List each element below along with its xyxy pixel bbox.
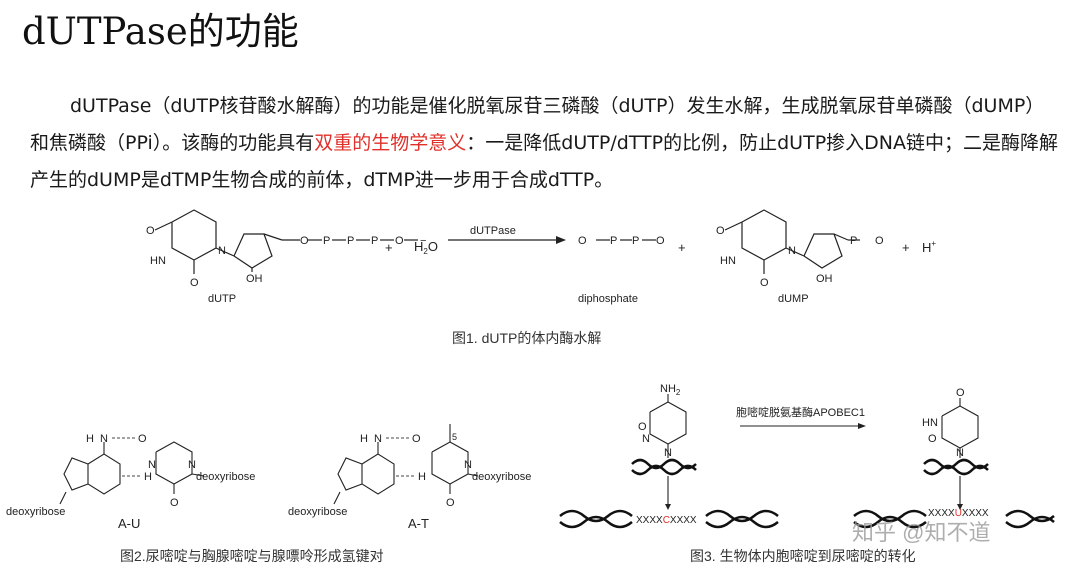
paragraph-text-2: ：一是降低dUTP/dTTP的比例，防止dUTP掺入DNA链中；二是酶降解产生的… xyxy=(30,132,1058,191)
atom-n: N xyxy=(464,459,472,471)
atom-o: O xyxy=(146,225,155,237)
atom-n: N xyxy=(218,245,226,257)
atom-p: P xyxy=(371,235,378,247)
label-dump: dUMP xyxy=(778,293,809,305)
sequence-after: XXXXUXXXX xyxy=(928,508,989,519)
paragraph-highlight: 双重的生物学意义 xyxy=(314,132,467,154)
minus-sign: − xyxy=(420,235,426,247)
atom-o: O xyxy=(170,497,179,509)
sequence-before: XXXXCXXXX xyxy=(636,515,697,526)
deoxyribose-label: deoxyribose xyxy=(288,506,347,518)
atom-h: H xyxy=(418,471,426,483)
enzyme-label: dUTPase xyxy=(470,225,516,237)
deoxyribose-label: deoxyribose xyxy=(196,471,255,483)
atom-n: N xyxy=(100,433,108,445)
atom-o: O xyxy=(446,497,455,509)
figure-1-reaction: O HN O N OH O P P P O − + H2O dUTPase O … xyxy=(146,209,936,346)
page-title: dUTPase的功能 xyxy=(22,10,299,53)
label-diphosphate: diphosphate xyxy=(578,293,638,305)
atom-n: N xyxy=(956,447,964,459)
atom-o: O xyxy=(395,235,404,247)
pair-a-t-label: A-T xyxy=(408,516,429,531)
atom-o: O xyxy=(928,433,937,445)
atom-n: N xyxy=(148,459,156,471)
atom-o: O xyxy=(300,235,309,247)
paragraph-text-1: dUTPase（dUTP核苷酸水解酶）的功能是催化脱氧尿苷三磷酸（dUTP）发生… xyxy=(30,95,1045,154)
figure-2-caption: 图2.尿嘧啶与胸腺嘧啶与腺嘌呤形成氢键对 xyxy=(120,548,384,564)
atom-n: N xyxy=(664,447,672,459)
atom-five: 5 xyxy=(452,432,457,442)
atom-o: O xyxy=(716,225,725,237)
atom-o: O xyxy=(412,433,421,445)
enzyme-label: 胞嘧啶脱氨基酶APOBEC1 xyxy=(736,405,865,419)
figure-2-base-pairs: H N O H N N O deoxyribose deoxyribose A-… xyxy=(6,424,531,564)
label-dutp: dUTP xyxy=(208,293,236,305)
atom-o: O xyxy=(656,235,665,247)
atom-h: H xyxy=(86,433,94,445)
figure-1-caption: 图1. dUTP的体内酶水解 xyxy=(452,330,601,346)
water-h: H2O xyxy=(414,239,438,256)
atom-oh: OH xyxy=(816,273,833,285)
figure-3-deamination: NH2 N O N 胞嘧啶脱氨基酶APOBEC1 O HN O N XXXXCX… xyxy=(559,383,1055,564)
figure-3-caption: 图3. 生物体内胞嘧啶到尿嘧啶的转化 xyxy=(690,548,916,564)
atom-o: O xyxy=(138,433,147,445)
deoxyribose-label: deoxyribose xyxy=(472,471,531,483)
atom-o: O xyxy=(578,235,587,247)
atom-o: O xyxy=(190,277,199,289)
atom-p: P xyxy=(347,235,354,247)
atom-o: O xyxy=(638,421,647,433)
atom-p: P xyxy=(632,235,639,247)
atom-o: O xyxy=(875,235,884,247)
atom-hn: HN xyxy=(922,417,938,429)
atom-n: N xyxy=(642,433,650,445)
plus-sign: + xyxy=(902,240,910,255)
plus-sign: + xyxy=(678,240,686,255)
proton: H+ xyxy=(922,239,936,255)
deoxyribose-label: deoxyribose xyxy=(6,506,65,518)
atom-hn: HN xyxy=(720,255,736,267)
nh2-label: NH2 xyxy=(660,383,681,397)
atom-o: O xyxy=(760,277,769,289)
pair-a-u-label: A-U xyxy=(118,516,140,531)
atom-h: H xyxy=(144,471,152,483)
atom-p: P xyxy=(610,235,617,247)
atom-n: N xyxy=(788,245,796,257)
atom-n: N xyxy=(188,459,196,471)
plus-sign: + xyxy=(385,240,393,255)
atom-oh: OH xyxy=(246,273,263,285)
atom-n: N xyxy=(374,433,382,445)
intro-paragraph: dUTPase（dUTP核苷酸水解酶）的功能是催化脱氧尿苷三磷酸（dUTP）发生… xyxy=(30,88,1060,199)
atom-p: P xyxy=(323,235,330,247)
watermark: 知乎 @知不道 xyxy=(852,520,990,545)
atom-o: O xyxy=(956,387,965,399)
atom-hn: HN xyxy=(150,255,166,267)
atom-p: P xyxy=(850,235,857,247)
atom-h: H xyxy=(360,433,368,445)
